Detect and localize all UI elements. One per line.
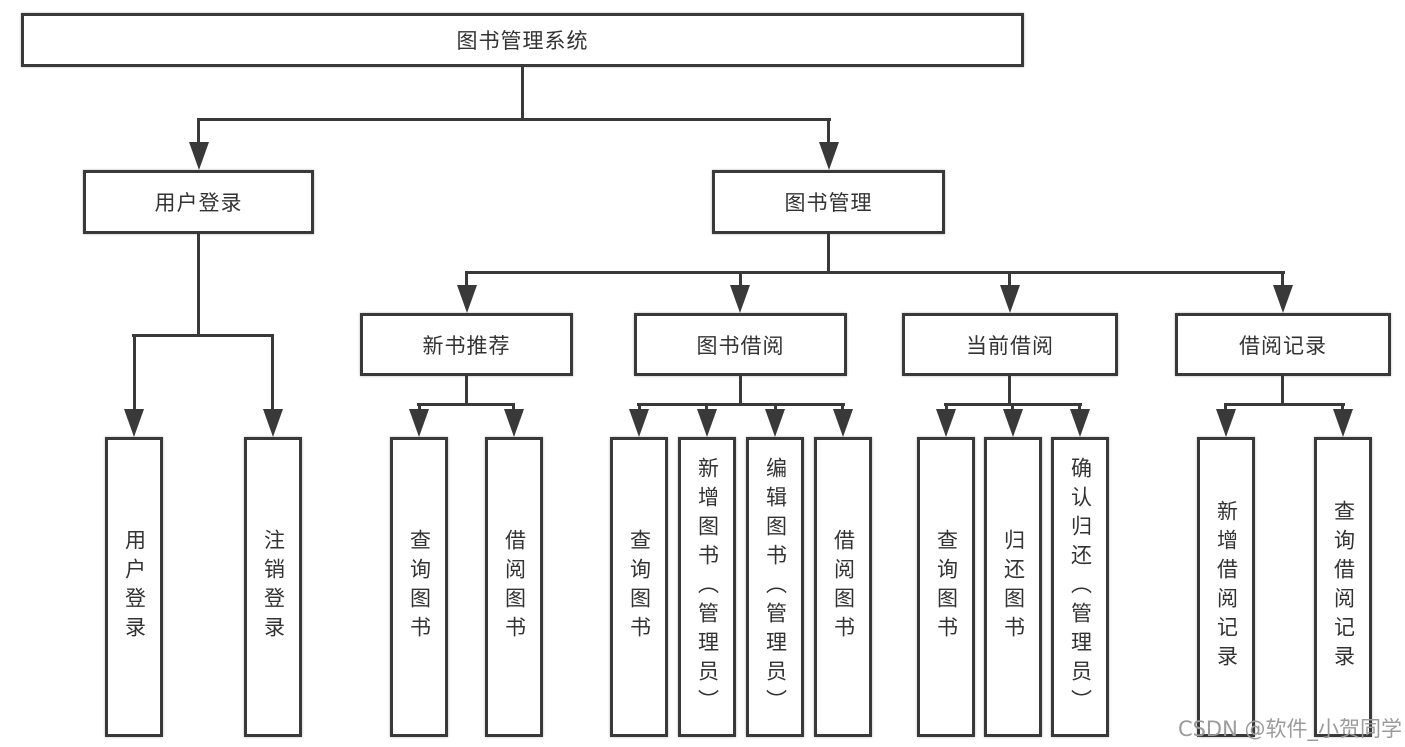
arrowhead-leaf-user-login (124, 409, 144, 437)
leaf-bb-add-books: 新增图书（管理员） (678, 437, 736, 737)
connector-book-borrow-trunk (739, 376, 742, 405)
arrowhead-current-borrow (1000, 285, 1020, 313)
connector-drop-cb-return (1011, 403, 1014, 411)
arrowhead-br-query (1333, 409, 1353, 437)
leaf-bb-edit-books: 编辑图书（管理员） (746, 437, 804, 737)
arrowhead-bb-add (697, 409, 717, 437)
arrowhead-bb-borrow (833, 409, 853, 437)
leaf-bb-query-books: 查询图书 (610, 437, 668, 737)
node-book-mgmt: 图书管理 (712, 170, 945, 234)
arrowhead-br-add (1216, 409, 1236, 437)
leaf-br-add-record: 新增借阅记录 (1197, 437, 1255, 737)
arrowhead-user-login (189, 142, 209, 170)
node-borrow-records: 借阅记录 (1175, 313, 1391, 376)
leaf-nb-borrow-books: 借阅图书 (485, 437, 543, 737)
node-user-login-label: 用户登录 (154, 191, 243, 215)
connector-user-login-trunk (197, 234, 200, 336)
connector-drop-book-borrow (739, 271, 742, 287)
connector-drop-borrow-records (1281, 271, 1284, 287)
arrowhead-bb-query (629, 409, 649, 437)
connector-drop-bb-edit (774, 403, 777, 411)
leaf-logout: 注销登录 (244, 437, 302, 737)
connector-drop-cb-query (945, 403, 948, 411)
leaf-bb-query-books-label: 查询图书 (627, 529, 652, 645)
connector-drop-book-mgmt (827, 118, 830, 144)
arrowhead-new-book (457, 285, 477, 313)
arrowhead-cb-confirm (1070, 409, 1090, 437)
leaf-cb-return-books-label: 归还图书 (1001, 529, 1026, 645)
arrowhead-leaf-logout (263, 409, 283, 437)
arrowhead-book-mgmt (819, 142, 839, 170)
connector-drop-user-login (197, 118, 200, 144)
leaf-logout-label: 注销登录 (261, 529, 286, 645)
leaf-nb-query-books-label: 查询图书 (407, 529, 432, 645)
connector-drop-new-book (465, 271, 468, 287)
csdn-watermark: CSDN @软件_小贺同学 (1177, 717, 1402, 741)
leaf-bb-borrow-books: 借阅图书 (814, 437, 872, 737)
leaf-cb-query-books-label: 查询图书 (934, 529, 959, 645)
node-root-label: 图书管理系统 (456, 29, 589, 53)
leaf-br-add-record-label: 新增借阅记录 (1214, 500, 1239, 674)
leaf-user-login: 用户登录 (105, 437, 163, 737)
node-new-book: 新书推荐 (360, 313, 573, 376)
arrowhead-cb-query (936, 409, 956, 437)
connector-drop-leaf-logout (271, 336, 274, 411)
arrowhead-nb-borrow (504, 409, 524, 437)
connector-new-book-trunk (465, 376, 468, 405)
connector-level1-rail (197, 118, 831, 121)
leaf-cb-return-books: 归还图书 (984, 437, 1042, 737)
node-current-borrow: 当前借阅 (902, 313, 1118, 376)
node-borrow-records-label: 借阅记录 (1239, 333, 1327, 358)
connector-drop-bb-add (705, 403, 708, 411)
connector-drop-nb-query (418, 403, 421, 411)
node-book-borrow: 图书借阅 (634, 313, 847, 376)
node-new-book-label: 新书推荐 (422, 333, 511, 358)
arrowhead-borrow-records (1273, 285, 1293, 313)
connector-level2-rail (465, 271, 1285, 274)
connector-book-mgmt-trunk (827, 234, 830, 273)
leaf-br-query-record: 查询借阅记录 (1314, 437, 1372, 737)
node-root: 图书管理系统 (21, 13, 1024, 67)
leaf-cb-confirm-return: 确认归还（管理员） (1051, 437, 1109, 737)
connector-drop-current-borrow (1008, 271, 1011, 287)
arrowhead-bb-edit (765, 409, 785, 437)
leaf-bb-edit-books-label: 编辑图书（管理员） (763, 456, 788, 718)
connector-drop-bb-query (638, 403, 641, 411)
leaf-user-login-label: 用户登录 (122, 529, 147, 645)
connector-drop-bb-borrow (841, 403, 844, 411)
connector-user-login-rail (132, 334, 274, 337)
leaf-cb-query-books: 查询图书 (917, 437, 975, 737)
node-book-borrow-label: 图书借阅 (696, 333, 785, 358)
node-current-borrow-label: 当前借阅 (966, 333, 1054, 358)
leaf-nb-borrow-books-label: 借阅图书 (502, 529, 527, 645)
connector-borrow-records-trunk (1281, 376, 1284, 405)
node-user-login: 用户登录 (83, 170, 314, 234)
leaf-nb-query-books: 查询图书 (390, 437, 448, 737)
arrowhead-nb-query (409, 409, 429, 437)
connector-new-book-rail (417, 403, 515, 406)
connector-drop-br-add (1224, 403, 1227, 411)
connector-current-borrow-trunk (1008, 376, 1011, 405)
connector-drop-nb-borrow (512, 403, 515, 411)
connector-drop-leaf-user-login (133, 336, 136, 411)
arrowhead-book-borrow (730, 285, 750, 313)
leaf-cb-confirm-return-label: 确认归还（管理员） (1068, 456, 1093, 718)
connector-borrow-records-rail (1224, 403, 1345, 406)
node-book-mgmt-label: 图书管理 (784, 191, 873, 215)
connector-root-trunk (521, 67, 524, 121)
connector-drop-br-query (1341, 403, 1344, 411)
arrowhead-cb-return (1003, 409, 1023, 437)
leaf-bb-borrow-books-label: 借阅图书 (831, 529, 856, 645)
connector-drop-cb-confirm (1078, 403, 1081, 411)
leaf-bb-add-books-label: 新增图书（管理员） (695, 456, 720, 718)
leaf-br-query-record-label: 查询借阅记录 (1331, 500, 1356, 674)
connector-book-borrow-rail (637, 403, 845, 406)
